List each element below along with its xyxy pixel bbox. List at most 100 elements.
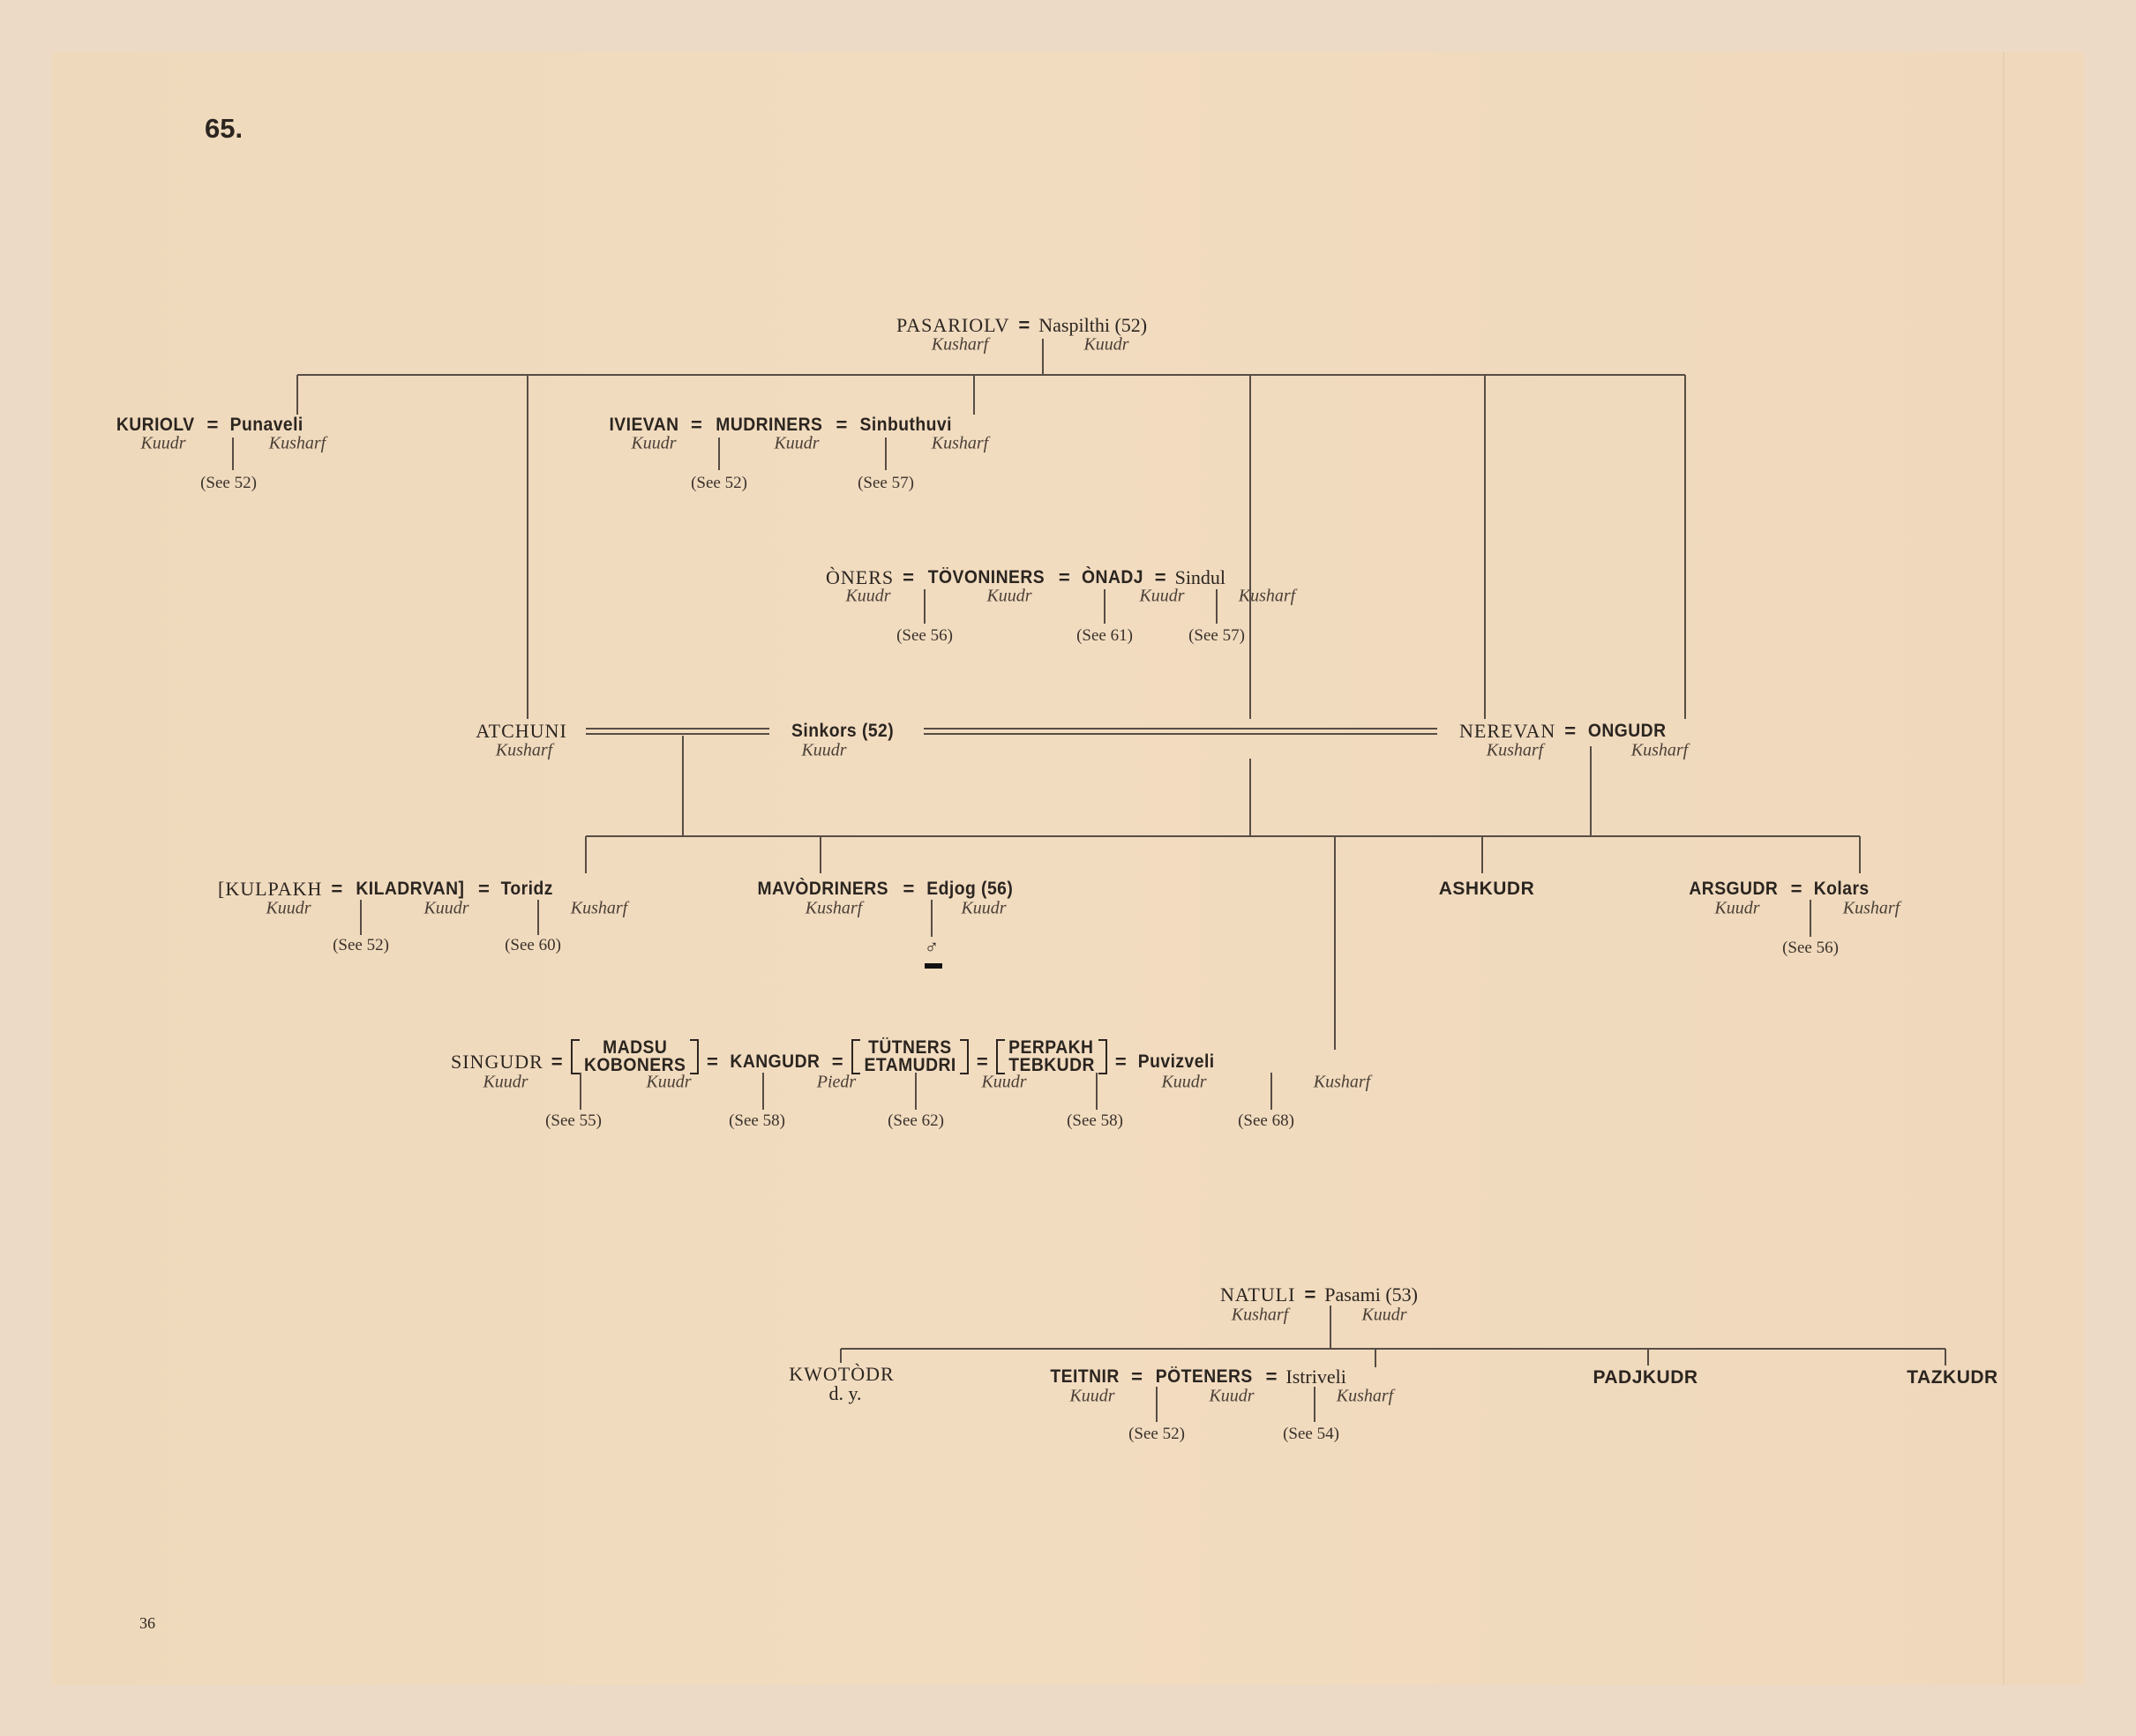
pasariolv-couple: PASARIOLV = Naspilthi (52) [896, 314, 1147, 337]
singudr-family: SINGUDR = MADSU KOBONERS = KANGUDR = TÜT… [451, 1037, 1218, 1075]
kulpakh-family: [KULPAKH = KILADRVAN] = Toridz [218, 878, 555, 901]
name-nerevan: NEREVAN [1459, 720, 1556, 742]
marriage-sign: = [690, 414, 702, 436]
see-reference: (See 55) [545, 1111, 602, 1130]
name-madsu: MADSU [602, 1037, 667, 1058]
marriage-sign: = [1790, 878, 1802, 900]
name-etamudri: ETAMUDRI [864, 1055, 956, 1075]
clan-label: Kuudr [1069, 1386, 1115, 1406]
name-kangudr: KANGUDR [730, 1051, 821, 1072]
clan-label: Kusharf [931, 334, 989, 355]
marriage-sign: = [331, 878, 343, 900]
clan-label: Kusharf [1486, 740, 1544, 760]
clan-label: Kuudr [1714, 898, 1760, 918]
marriage-sign: = [903, 566, 914, 588]
name-natuli: NATULI [1220, 1283, 1296, 1306]
see-reference: (See 52) [200, 474, 257, 492]
name-perpakh: PERPAKH [1008, 1037, 1094, 1058]
marriage-sign: = [1018, 314, 1031, 336]
clan-label: Kuudr [483, 1072, 528, 1092]
clan-label: Kuudr [774, 433, 820, 453]
name-sindul: Sindul [1174, 566, 1226, 588]
clan-label: Kusharf [931, 433, 989, 453]
name-naspilthi: Naspilthi (52) [1038, 314, 1148, 336]
name-kulpakh: [KULPAKH [218, 878, 323, 900]
marriage-sign: = [976, 1051, 988, 1073]
name-mudriners: MUDRINERS [716, 415, 823, 435]
see-reference: (See 52) [1128, 1425, 1185, 1443]
clan-label: Kusharf [268, 433, 326, 453]
arsgudr-couple: ARSGUDR = Kolars [1685, 878, 1871, 901]
male-child-symbol: ♂ [924, 936, 940, 958]
see-reference: (See 61) [1076, 626, 1133, 645]
clan-label: Kusharf [1842, 898, 1900, 918]
died-young-note: d. y. [828, 1382, 862, 1404]
name-tebkudr: TEBKUDR [1008, 1055, 1095, 1075]
clan-label: Kuudr [986, 586, 1032, 606]
name-padjkudr: PADJKUDR [1593, 1367, 1698, 1388]
clan-label: Kuudr [631, 433, 677, 453]
name-tutners: TÜTNERS [867, 1037, 952, 1058]
name-ashkudr: ASHKUDR [1438, 879, 1535, 899]
clan-label: Kusharf [1630, 740, 1689, 760]
clan-label: Kusharf [1238, 586, 1296, 606]
page-fold [2003, 52, 2005, 1685]
see-reference: (See 58) [729, 1111, 785, 1130]
mark-bar [925, 963, 942, 969]
name-punaveli: Punaveli [229, 415, 304, 435]
name-kuriolv: KURIOLV [116, 415, 195, 435]
clan-label: Kuudr [801, 740, 847, 760]
name-kwotodr: KWOTÒDR [789, 1363, 895, 1385]
name-teitnir: TEITNIR [1050, 1366, 1120, 1387]
name-kiladrvan: KILADRVAN] [356, 879, 465, 899]
marriage-sign: = [206, 414, 219, 436]
marriage-sign: = [707, 1051, 718, 1073]
marriage-sign: = [903, 878, 915, 900]
see-reference: (See 57) [1188, 626, 1245, 645]
mavodriners-couple: MAVÒDRINERS = Edjog (56) [752, 878, 1017, 901]
see-reference: (See 52) [691, 474, 747, 492]
ivievan-family: IVIEVAN = MUDRINERS = Sinbuthuvi [606, 414, 956, 437]
name-mavodriners: MAVÒDRINERS [757, 879, 888, 899]
name-tovoniners: TÖVONINERS [927, 567, 1046, 587]
kuriolv-couple: KURIOLV = Punaveli [113, 414, 307, 437]
clan-label: Kuudr [981, 1072, 1027, 1092]
clan-label: Kuudr [1361, 1305, 1407, 1325]
marriage-sign: = [831, 1051, 843, 1073]
clan-label: Kuudr [140, 433, 186, 453]
clan-label: Kusharf [1336, 1386, 1394, 1406]
name-ivievan: IVIEVAN [609, 415, 679, 435]
marriage-sign: = [1564, 720, 1577, 742]
clan-label: Kuudr [1161, 1072, 1207, 1092]
marriage-sign: = [1114, 1051, 1127, 1073]
clan-label: Kusharf [495, 740, 553, 760]
marriage-sign: = [836, 414, 848, 436]
clan-label: Kuudr [961, 898, 1007, 918]
name-edjog: Edjog (56) [926, 879, 1014, 899]
oners-family: ÒNERS = TÖVONINERS = ÒNADJ = Sindul [826, 566, 1225, 589]
marriage-sign: = [1265, 1366, 1278, 1388]
see-reference: (See 60) [505, 936, 561, 954]
bracket-group: TÜTNERS ETAMUDRI [851, 1037, 969, 1075]
marriage-sign: = [1154, 566, 1166, 588]
name-tazkudr: TAZKUDR [1907, 1367, 1998, 1388]
clan-label: Kuudr [423, 898, 469, 918]
bracket-group: MADSU KOBONERS [570, 1037, 700, 1075]
clan-label: Kusharf [1313, 1072, 1371, 1092]
see-reference: (See 68) [1238, 1111, 1294, 1130]
page-number: 65. [205, 113, 244, 144]
see-reference: (See 56) [896, 626, 953, 645]
clan-label: Kuudr [845, 586, 891, 606]
name-puvizveli: Puvizveli [1137, 1051, 1215, 1072]
clan-label: Kuudr [1209, 1386, 1255, 1406]
name-pasami: Pasami (53) [1324, 1283, 1418, 1306]
name-atchuni: ATCHUNI [476, 720, 567, 742]
natuli-couple: NATULI = Pasami (53) [1220, 1283, 1418, 1306]
clan-label: Kusharf [570, 898, 628, 918]
clan-label: Kusharf [1231, 1305, 1289, 1325]
name-oners: ÒNERS [826, 566, 895, 588]
name-koboners: KOBONERS [583, 1055, 686, 1075]
name-pasariolv: PASARIOLV [896, 314, 1010, 336]
marriage-sign: = [1131, 1366, 1143, 1388]
clan-label: Piedr [816, 1072, 857, 1092]
